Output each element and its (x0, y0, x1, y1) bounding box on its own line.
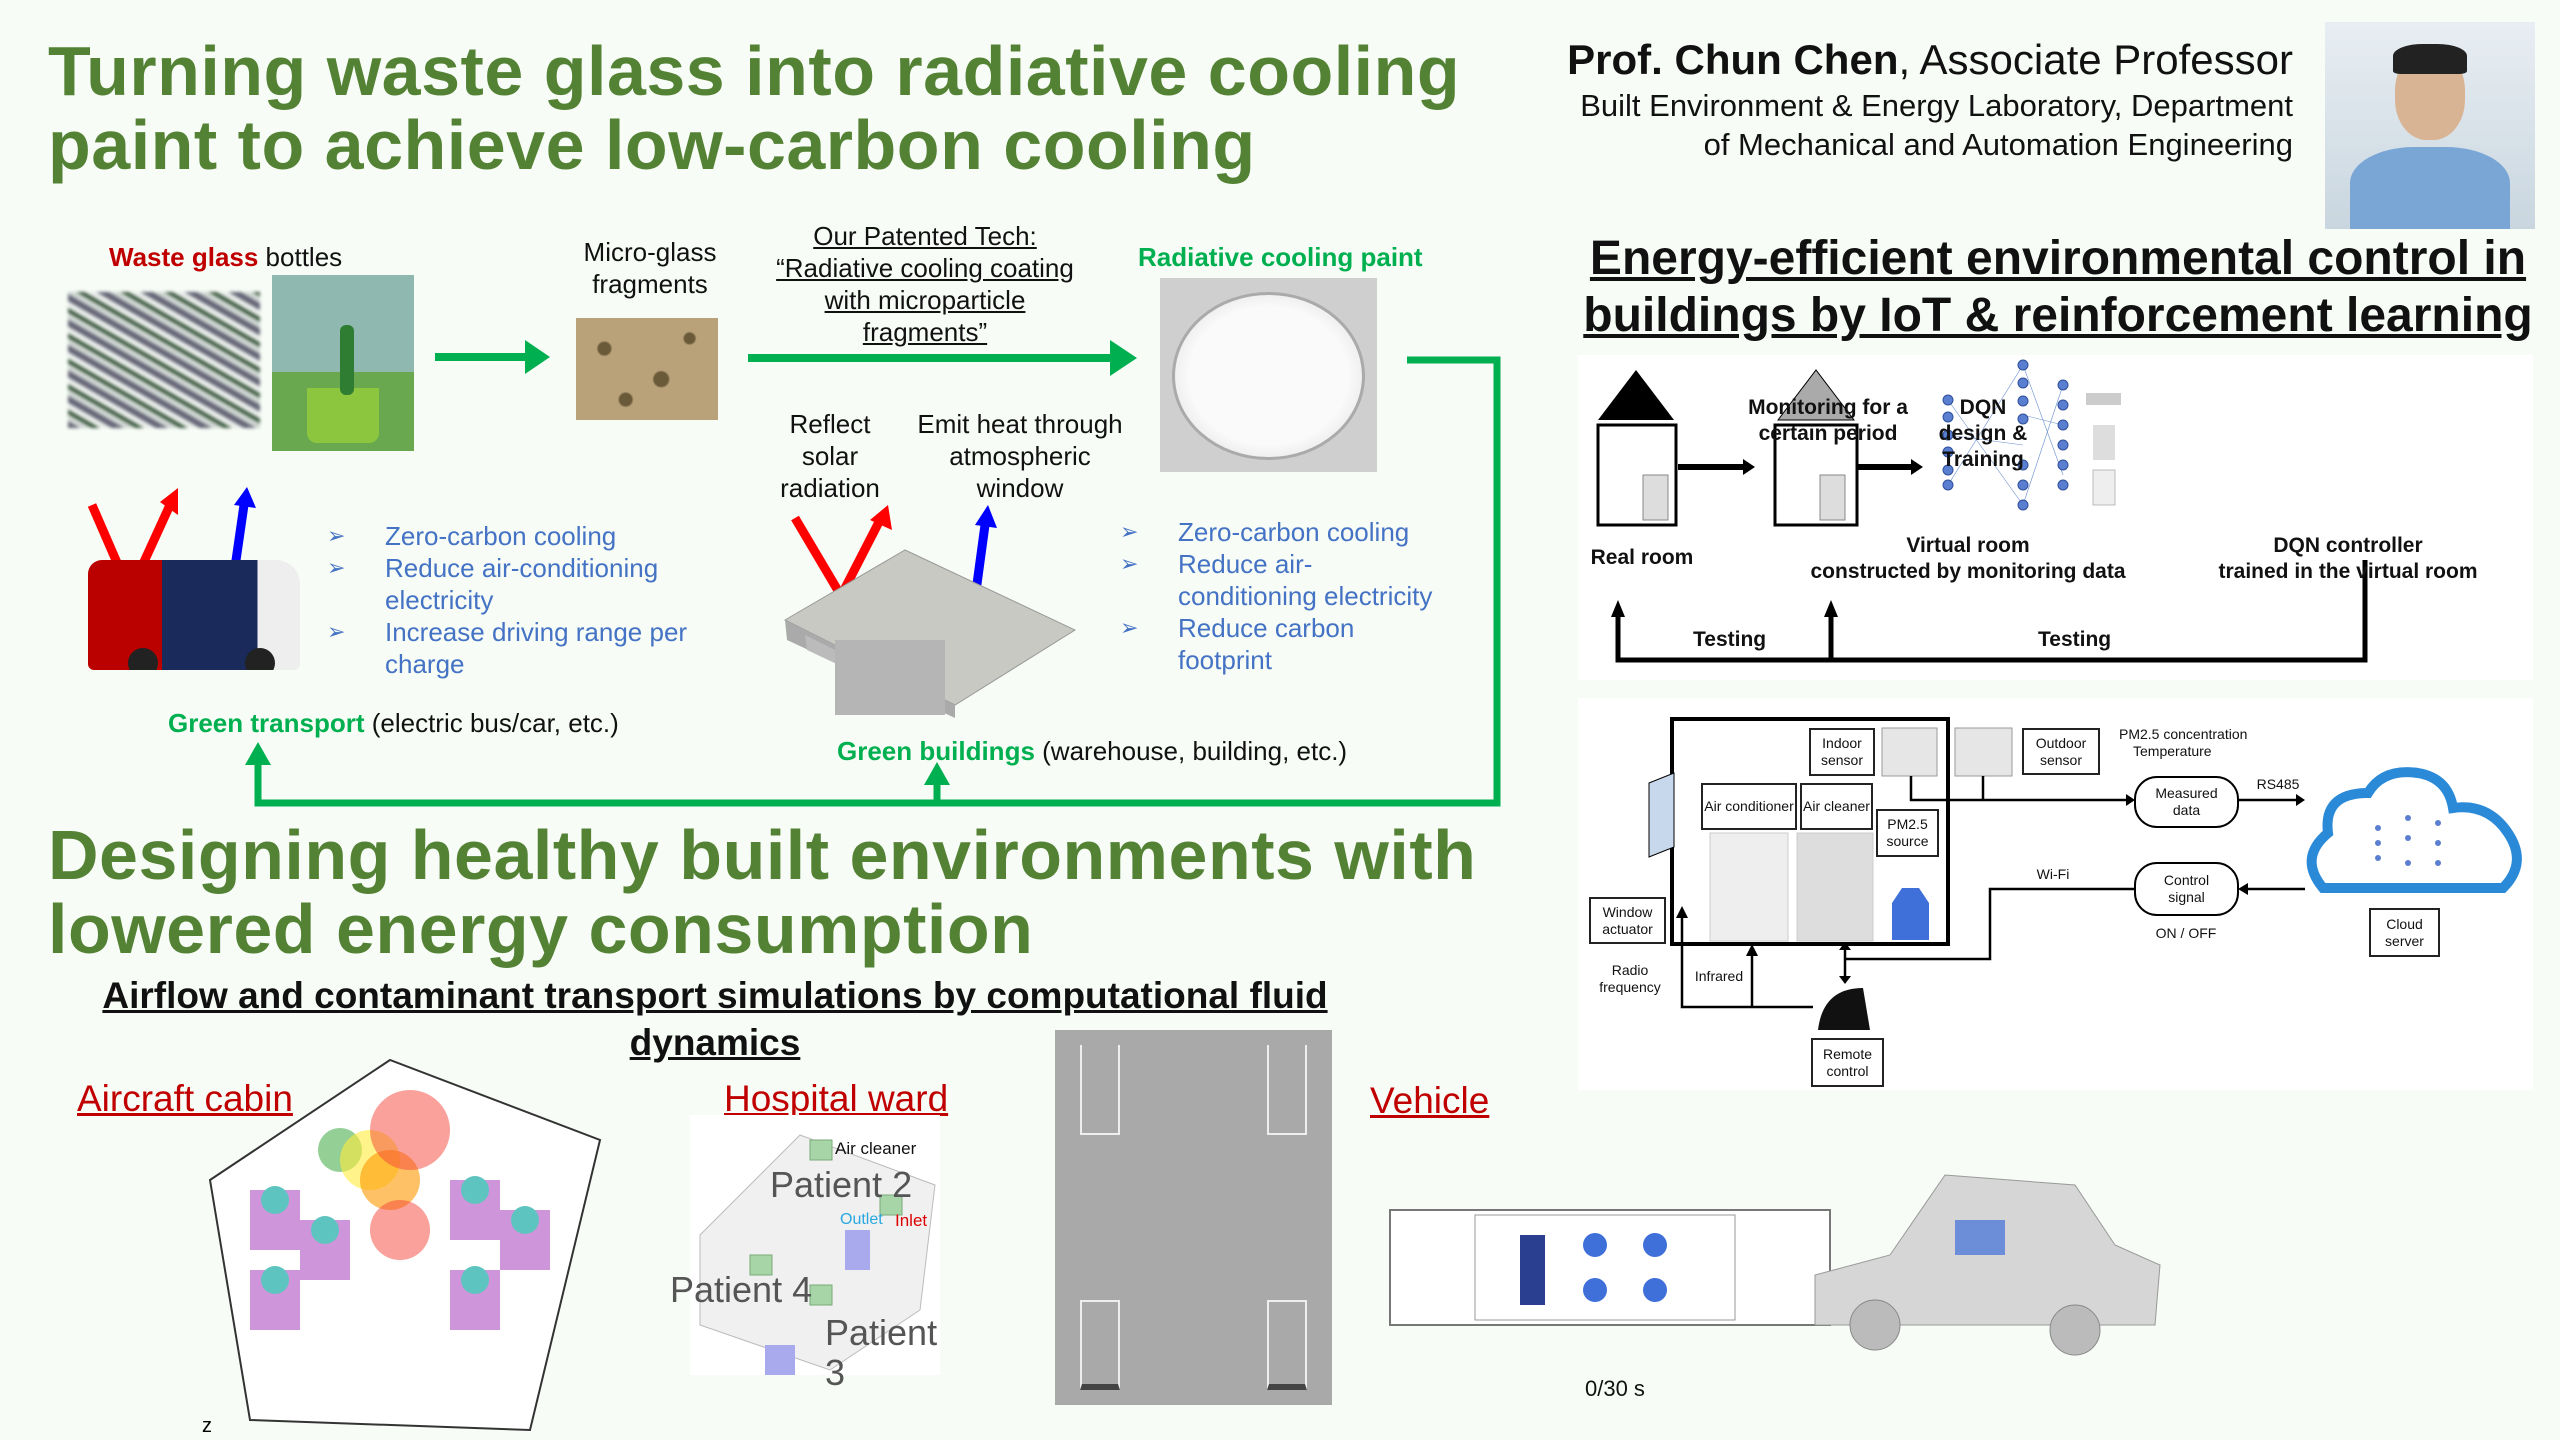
rl-flow-graphics (1596, 359, 2368, 663)
patient4-label: Patient 4 (670, 1269, 813, 1310)
green-transport-label: Green transport (electric bus/car, etc.) (168, 708, 619, 739)
paint-label: Radiative cooling paint (1138, 242, 1423, 272)
waste-glass-bold: Waste glass (109, 242, 259, 272)
iot-graphics (1648, 717, 2522, 1030)
warehouse-image (783, 549, 1077, 718)
patent-line: “Radiative cooling coating (776, 253, 1074, 283)
profile-photo (2325, 22, 2535, 229)
cloud-server-box: Cloud server (2369, 908, 2440, 957)
testing-label: Testing (1693, 628, 1767, 651)
hospital-ward-model: Air cleaner Outlet Inlet Patient 2 Patie… (670, 1115, 940, 1393)
infrared-label: Infrared (1694, 968, 1744, 984)
cfd-subtitle: Airflow and contaminant transport simula… (102, 975, 1328, 1063)
micro-glass-photo (576, 318, 718, 420)
title-line: Designing healthy built environments wit… (48, 816, 1477, 894)
air-cleaner-label: Air cleaner (835, 1139, 917, 1158)
bullet-item: Reduce carbon footprint (1120, 612, 1440, 676)
label-line: Virtual room (1906, 534, 2030, 557)
section1-title: Turning waste glass into radiative cooli… (48, 34, 1460, 182)
testing-label: Testing (2038, 628, 2112, 651)
virtual-room-label: Virtual room constructed by monitoring da… (1803, 533, 2133, 585)
glass-pile-photo (68, 292, 260, 428)
bullet-item: Reduce air-conditioning electricity (1120, 548, 1440, 612)
section3-title: Designing healthy built environments wit… (48, 818, 1476, 966)
control-signal-label: Control signal (2163, 872, 2210, 905)
real-room-label: Real room (1590, 546, 1694, 569)
waste-glass-label: Waste glass bottles (109, 242, 342, 273)
outlet-label: Outlet (840, 1211, 883, 1228)
transport-benefits: Zero-carbon cooling Reduce air-condition… (327, 520, 727, 680)
measured-data-label: Measured data (2155, 785, 2218, 818)
outdoor-sensor-box: Outdoor sensor (2022, 728, 2100, 775)
vehicle-simulation (1389, 1174, 2161, 1356)
title-line: Turning waste glass into radiative cooli… (48, 32, 1461, 110)
radio-frequency-label: Radio frequency (1599, 962, 1661, 995)
title-line: lowered energy consumption (48, 890, 1034, 968)
waste-glass-rest: bottles (258, 242, 343, 272)
bullet-item: Increase driving range per charge (327, 616, 727, 680)
patent-line: fragments” (862, 317, 988, 347)
remote-control-box: Remote control (1811, 1038, 1884, 1087)
air-conditioner-box: Air conditioner (1701, 783, 1797, 830)
patent-line: Our Patented Tech: (813, 221, 1037, 251)
rs485-label: RS485 (2256, 776, 2300, 792)
label-line: DQN controller (2273, 534, 2423, 557)
hospital-ward-graphics (699, 1134, 936, 1375)
patient2-label: Patient 2 (770, 1164, 913, 1205)
wifi-label: Wi-Fi (2036, 866, 2070, 882)
patient3-label: Patient 3 (825, 1312, 938, 1393)
patent-line: with microparticle (824, 285, 1026, 315)
bullet-item: Reduce air-conditioning electricity (327, 552, 727, 616)
paint-photo (1160, 278, 1377, 472)
profile-role: , Associate Professor (1898, 36, 2293, 83)
monitoring-label: Monitoring for a certain period (1748, 396, 1908, 445)
aircraft-cabin-link[interactable]: Aircraft cabin (77, 1078, 293, 1119)
inlet-label: Inlet (895, 1211, 928, 1230)
pm-source-box: PM2.5 source (1876, 809, 1939, 857)
profile-affiliation: Built Environment & Energy Laboratory, D… (1580, 88, 2293, 123)
bullet-item: Zero-carbon cooling (1120, 516, 1440, 548)
profile-name: Prof. Chun Chen (1567, 36, 1899, 83)
label-line: PM2.5 concentration (2119, 726, 2248, 742)
building-benefits: Zero-carbon cooling Reduce air-condition… (1120, 516, 1440, 676)
rl-flow-diagram: Monitoring for a certain period DQN desi… (1578, 355, 2533, 680)
dqn-controller-label: DQN controller trained in the virtual roo… (2178, 533, 2518, 585)
dqn-design-label: DQN design & Training (1938, 396, 2028, 471)
iot-system-diagram: Indoor sensor Outdoor sensor PM2.5 conce… (1578, 698, 2533, 1090)
air-cleaner-box: Air cleaner (1800, 783, 1873, 830)
vehicle-link[interactable]: Vehicle (1370, 1080, 1490, 1121)
hospital-ward-link[interactable]: Hospital ward (724, 1078, 949, 1119)
profile-block: Prof. Chun Chen, Associate Professor Bui… (1540, 34, 2293, 164)
electric-bus-photo (88, 560, 300, 670)
micro-glass-label: Micro-glass fragments (583, 237, 717, 299)
emit-label: Emit heat through atmospheric window (917, 409, 1123, 503)
on-off-label: ON / OFF (2155, 925, 2217, 941)
axis-label: z (202, 1415, 212, 1437)
label-line: trained in the virtual room (2218, 560, 2478, 583)
bullet-item: Zero-carbon cooling (327, 520, 727, 552)
green-buildings-rest: (warehouse, building, etc.) (1034, 736, 1348, 766)
green-buildings-label: Green buildings (warehouse, building, et… (837, 736, 1347, 767)
simulation-time: 0/30 s (1585, 1376, 1645, 1401)
indoor-sensor-box: Indoor sensor (1809, 728, 1875, 776)
green-transport-bold: Green transport (168, 708, 365, 738)
title-line: buildings by IoT & reinforcement learnin… (1583, 289, 2533, 342)
label-line: Temperature (2133, 743, 2212, 759)
green-transport-rest: (electric bus/car, etc.) (364, 708, 619, 738)
title-line: paint to achieve low-carbon cooling (48, 106, 1256, 184)
label-line: constructed by monitoring data (1810, 560, 2126, 583)
reflect-label: Reflect solar radiation (780, 409, 880, 503)
profile-department: of Mechanical and Automation Engineering (1703, 127, 2293, 162)
aircraft-cabin-simulation: z (202, 1058, 602, 1437)
section2-title: Energy-efficient environmental control i… (1578, 230, 2538, 344)
recycling-poster (272, 275, 414, 451)
ward-plan-simulation (1055, 1030, 1332, 1405)
patent-text: Our Patented Tech: “Radiative cooling co… (760, 220, 1090, 348)
window-actuator-box: Window actuator (1589, 897, 1666, 944)
green-buildings-bold: Green buildings (837, 736, 1035, 766)
title-line: Energy-efficient environmental control i… (1589, 232, 2527, 285)
